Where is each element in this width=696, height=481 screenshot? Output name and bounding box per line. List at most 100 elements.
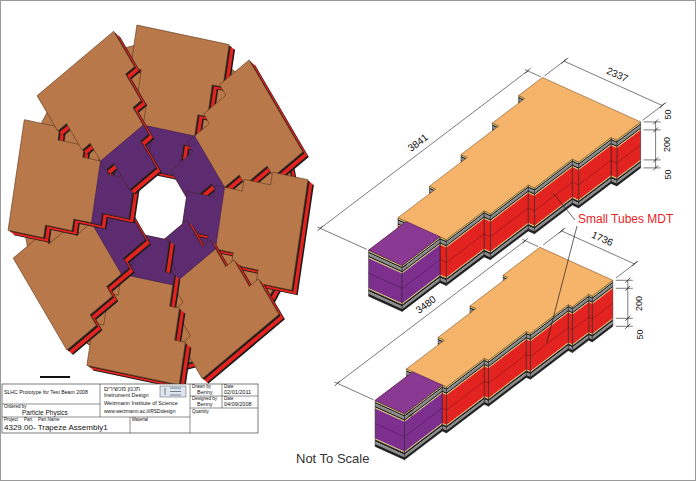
chamber-layer	[447, 402, 485, 433]
face-outline	[572, 159, 578, 208]
scale-bar	[40, 376, 70, 378]
extension-line	[543, 228, 565, 245]
dimension-tick	[525, 68, 530, 73]
extension-line	[545, 58, 569, 76]
dimensioning	[317, 58, 666, 400]
tube-layer-line	[592, 303, 613, 319]
chamber-layer	[617, 161, 641, 181]
tube-layer-line	[589, 317, 593, 319]
dimension-tick	[559, 228, 564, 233]
chamber-layer	[592, 321, 613, 339]
dimension-line	[564, 61, 662, 105]
inner-chamber	[100, 125, 163, 196]
chamber-layer	[573, 335, 589, 350]
leader-line	[547, 226, 577, 343]
extension-line	[644, 167, 661, 168]
chamber-layer	[442, 393, 446, 425]
chamber-layer	[446, 249, 484, 279]
chamber-layer	[405, 429, 443, 460]
logo-mark	[165, 388, 166, 395]
chamber-layer	[489, 375, 527, 406]
logo-mark	[170, 395, 181, 396]
face-outline	[568, 305, 572, 353]
tube-layer-line	[572, 182, 578, 185]
dimension-value: 50	[663, 170, 672, 180]
tube-layer-line	[447, 381, 485, 410]
chamber-layer	[489, 372, 527, 403]
chamber-layer	[531, 346, 569, 377]
extension-line	[616, 326, 633, 327]
chamber-layer	[526, 375, 530, 379]
chamber-layer	[526, 339, 530, 371]
dimension-value: 50	[663, 110, 672, 120]
chamber-layer	[446, 254, 484, 285]
face-outline	[440, 237, 446, 286]
face-outline	[611, 137, 617, 186]
chamber-layer	[484, 219, 490, 252]
chamber-layer	[589, 302, 593, 334]
chamber-layer	[617, 163, 641, 184]
chamber-layer	[568, 313, 572, 345]
title-block-text: Quantity	[192, 410, 209, 415]
extension-line	[334, 382, 373, 400]
tube-layer-line	[402, 260, 440, 289]
tube-layer-line	[484, 381, 488, 383]
chamber-layer	[572, 167, 578, 200]
title-block-text: 04/09/2008	[224, 402, 252, 408]
title-block-text: Ordered by	[4, 405, 27, 410]
extension-line	[644, 159, 661, 160]
extension-line	[644, 129, 661, 130]
dimension-line	[562, 231, 635, 264]
title-block-text: Date	[224, 385, 234, 390]
extension-line	[616, 280, 633, 281]
chamber-layer	[375, 444, 404, 460]
chamber-layer	[369, 294, 403, 312]
title-block-text: Weizmann Institute of Science	[104, 401, 178, 407]
chamber-layer	[447, 399, 485, 430]
purple-chamber-top	[369, 222, 440, 266]
title-block-text: תכנון מכשירים	[104, 386, 140, 392]
tube-layer-line	[617, 145, 641, 163]
tube-layer-line	[489, 354, 527, 383]
title-block-text: SLHC Prototype for Test Beam 2008	[4, 390, 88, 395]
title-block-rule	[190, 384, 191, 433]
tube-layer-line	[535, 182, 573, 211]
trapeze-assemblies	[369, 78, 641, 460]
chamber-layer	[440, 245, 446, 278]
extension-line	[317, 227, 367, 249]
chamber-layer	[490, 223, 528, 253]
chamber-layer	[535, 197, 573, 227]
title-block-text: Drawn by	[192, 385, 211, 390]
chamber-layer	[531, 344, 569, 375]
chamber-layer	[535, 198, 573, 229]
chamber-layer	[528, 193, 534, 226]
extension-line	[616, 288, 633, 289]
chamber-layer	[447, 396, 485, 426]
dimension-value: 200	[635, 296, 644, 311]
dimension-line	[655, 122, 656, 168]
dimension-tick	[523, 238, 528, 243]
tube-layer-line	[528, 208, 534, 211]
dimension-tick	[318, 226, 323, 231]
institute-logo	[160, 386, 186, 397]
chamber-layer	[573, 338, 589, 353]
title-block-text: 4329.00- Trapeze Assembly1	[4, 424, 108, 432]
chamber-layer	[531, 348, 569, 379]
dimension-value: 3841	[407, 132, 431, 153]
chamber-layer	[611, 181, 617, 186]
dimension-value: 200	[663, 137, 672, 152]
title-block-text: Particle Physics	[22, 410, 68, 417]
chamber-layer	[369, 291, 403, 309]
title-block-text: 02/01/2011	[224, 390, 251, 396]
dimension-line	[337, 241, 525, 384]
chamber-layer	[535, 203, 573, 234]
extension-line	[525, 70, 541, 77]
tube-layer-line	[568, 328, 572, 330]
chamber-layer	[405, 424, 443, 455]
face-outline	[442, 385, 446, 433]
chamber-layer	[611, 145, 617, 178]
dimension-tick	[562, 59, 567, 64]
note: Not To Scale	[296, 452, 369, 465]
